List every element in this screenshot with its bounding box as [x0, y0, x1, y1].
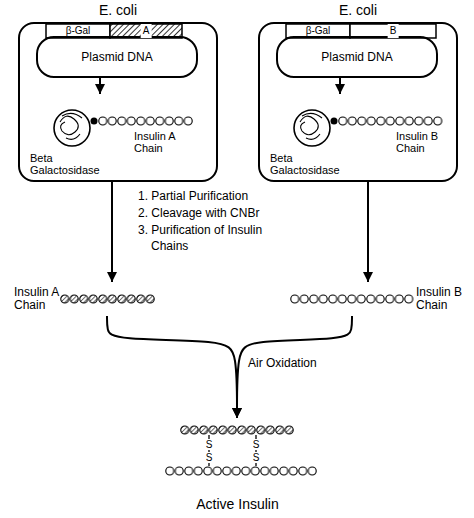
fusion-protein: Insulin A ChainBeta Galactosidase — [28, 94, 208, 178]
b-chain-beads — [338, 116, 443, 126]
fusion-junction — [331, 118, 338, 125]
galactosidase-globule — [54, 110, 90, 146]
chain-label: Insulin B Chain — [416, 286, 464, 312]
plasmid-label: Plasmid DNA — [38, 50, 196, 64]
cell-box: E. coliβ-GalAPlasmid DNAInsulin A ChainB… — [18, 22, 218, 182]
flow-arrow — [339, 78, 341, 94]
product-label: Active Insulin — [150, 496, 325, 512]
gene-name: β-Gal — [286, 24, 350, 38]
a-chain-beads — [98, 116, 193, 126]
amino-acid-beads — [98, 116, 193, 126]
fusion-junction — [91, 118, 98, 125]
a-chain-beads — [180, 425, 294, 435]
edge-label: Air Oxidation — [248, 356, 320, 371]
protein-fold — [60, 113, 82, 139]
process-step: 2. Cleavage with CNBr — [138, 205, 308, 221]
process-step: 3. Purification of Insulin Chains — [138, 222, 271, 254]
sulfur-atom: S — [204, 439, 215, 450]
fusion-protein: Insulin B ChainBeta Galactosidase — [268, 94, 448, 178]
insulin-molecule: Active Insulin — [150, 418, 325, 518]
chain-label: Insulin B Chain — [396, 130, 446, 154]
plasmid-box: β-GalBPlasmid DNA — [276, 36, 438, 78]
b-chain-beads — [165, 466, 317, 476]
process-step: 1. Partial Purification — [138, 188, 308, 204]
cell-box: E. coliβ-GalBPlasmid DNAInsulin B ChainB… — [258, 22, 458, 182]
sulfur-atom: S — [251, 452, 262, 463]
flow-arrow — [367, 182, 369, 282]
protein-fold — [300, 113, 322, 139]
flow-arrow — [237, 316, 352, 418]
b-chain-beads — [290, 294, 414, 304]
plasmid-label: Plasmid DNA — [278, 50, 436, 64]
insulin-chain: Insulin B Chain — [282, 282, 464, 316]
flow-arrow — [99, 78, 101, 94]
gene-name: A — [141, 24, 152, 38]
cell-heading: E. coli — [260, 2, 456, 18]
insulin-chain: Insulin A Chain — [14, 282, 156, 316]
cell-heading: E. coli — [20, 2, 216, 18]
flow-arrow — [107, 316, 237, 418]
flow-arrow — [111, 182, 113, 282]
amino-acid-beads — [338, 116, 443, 126]
gene-name: B — [388, 24, 399, 38]
chain-label: Insulin A Chain — [134, 130, 184, 154]
amino-acid-beads — [60, 294, 155, 304]
chain-label: Insulin A Chain — [14, 286, 62, 312]
sulfur-atom: S — [251, 439, 262, 450]
amino-acid-beads — [290, 294, 414, 304]
gene-name: β-Gal — [46, 24, 110, 38]
protein-label: Beta Galactosidase — [30, 152, 110, 176]
sulfur-atom: S — [204, 452, 215, 463]
protein-label: Beta Galactosidase — [270, 152, 350, 176]
amino-acid-beads — [165, 466, 317, 476]
galactosidase-globule — [294, 110, 330, 146]
a-chain-beads — [60, 294, 155, 304]
plasmid-box: β-GalAPlasmid DNA — [36, 36, 198, 78]
amino-acid-beads — [180, 425, 294, 435]
